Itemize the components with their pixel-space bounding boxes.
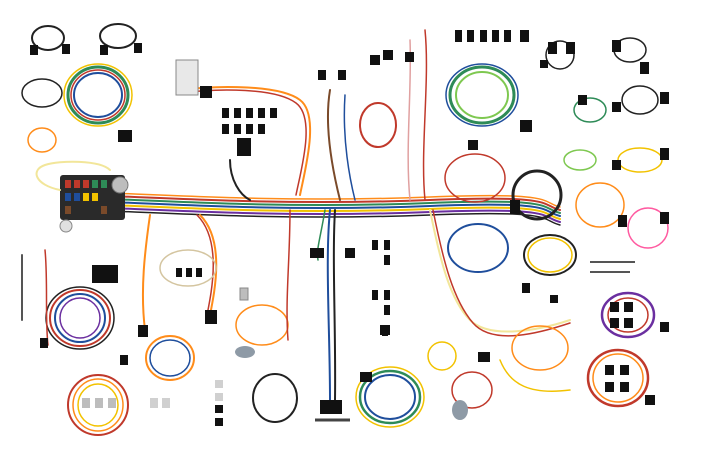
center-drop [286, 209, 355, 414]
loose-parts [150, 261, 635, 426]
small-coils-top-left [21, 23, 142, 153]
main-trunk [89, 191, 561, 226]
red-loop [318, 29, 428, 201]
center-left-loom [120, 214, 298, 423]
right-harness-pieces [444, 37, 669, 276]
coil-bottom-left [67, 374, 129, 436]
coil-left-lower [21, 249, 118, 350]
coil-top-right [445, 30, 532, 132]
coil-top-left [63, 63, 133, 142]
lower-right-harness [372, 209, 669, 420]
fuse-block [35, 160, 129, 233]
upper-loom [175, 59, 312, 201]
coil-bottom-center [355, 366, 425, 428]
